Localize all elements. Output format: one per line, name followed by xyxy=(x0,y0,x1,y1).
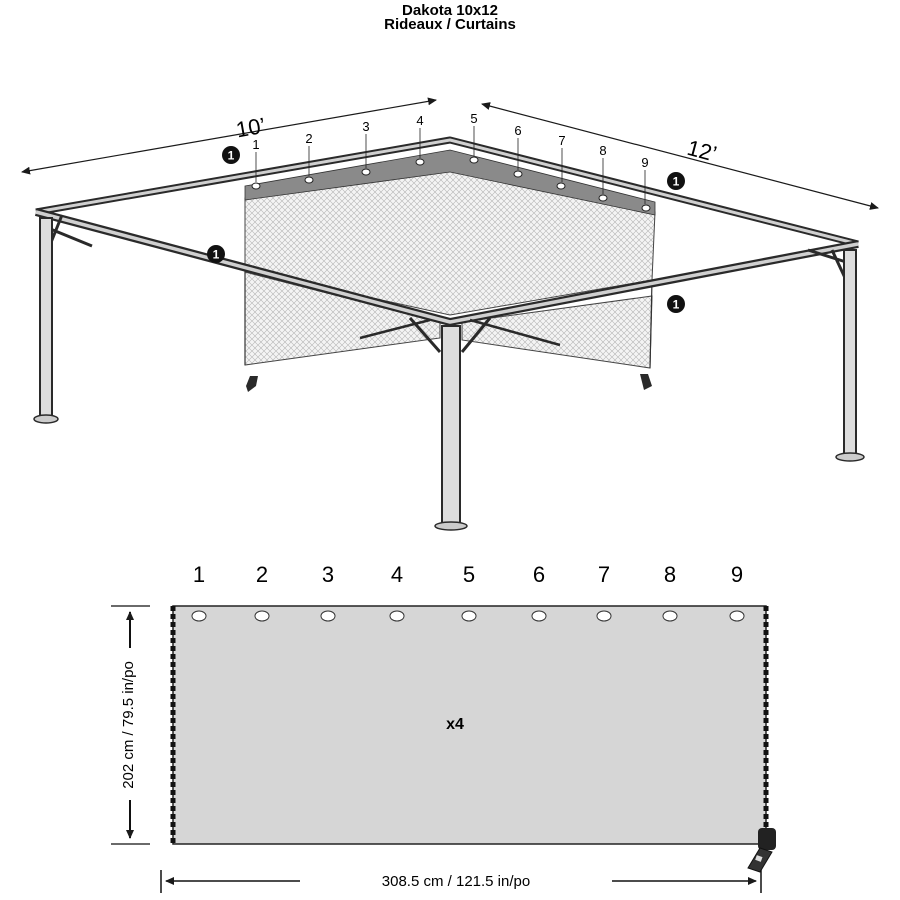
svg-text:1: 1 xyxy=(228,149,235,163)
callout-marker: 1 xyxy=(667,172,685,190)
curtain-grommet-number: 8 xyxy=(664,562,676,587)
callout-marker: 1 xyxy=(207,245,225,263)
callout-marker: 1 xyxy=(667,295,685,313)
width-label: 308.5 cm / 121.5 in/po xyxy=(382,873,530,890)
gazebo-illustration: 10’ 12’ xyxy=(21,97,879,531)
svg-text:1: 1 xyxy=(213,248,220,262)
leg-right xyxy=(843,249,857,457)
callout-marker: 1 xyxy=(222,146,240,164)
gazebo-grommet-number: 1 xyxy=(252,137,259,152)
quantity-label: x4 xyxy=(446,716,464,733)
height-label: 202 cm / 79.5 in/po xyxy=(120,661,137,789)
curtain-panel-diagram: 1 2 3 4 5 6 7 8 9 x4 202 cm / 79.5 in/po… xyxy=(111,562,776,893)
curtain-grommet-number: 4 xyxy=(391,562,403,587)
curtain-grommet-number: 5 xyxy=(463,562,475,587)
side-left-label: 10’ xyxy=(234,113,267,143)
back-curtain-band xyxy=(244,149,656,216)
side-right-label: 12’ xyxy=(685,135,720,167)
gazebo-grommet-number: 5 xyxy=(470,111,477,126)
dimension-line-10ft xyxy=(21,97,437,173)
curtain-grommet-number: 3 xyxy=(322,562,334,587)
gazebo-grommet-number: 3 xyxy=(362,119,369,134)
svg-text:1: 1 xyxy=(673,175,680,189)
gazebo-grommet-number: 4 xyxy=(416,113,423,128)
curtain-grommet-number: 1 xyxy=(193,562,205,587)
gazebo-grommet-number: 2 xyxy=(305,131,312,146)
gazebo-grommet-number: 8 xyxy=(599,143,606,158)
leg-front xyxy=(441,325,461,527)
gazebo-grommet-number: 7 xyxy=(558,133,565,148)
curtain-grommet-number: 7 xyxy=(598,562,610,587)
svg-text:1: 1 xyxy=(673,298,680,312)
curtain-panel xyxy=(172,605,767,845)
title-line-2: Rideaux / Curtains xyxy=(384,16,516,33)
gazebo-grommet-number: 6 xyxy=(514,123,521,138)
curtain-grommet-number: 6 xyxy=(533,562,545,587)
curtain-grommet-number: 9 xyxy=(731,562,743,587)
leg-left xyxy=(39,217,53,419)
title-line-1: Dakota 10x12 xyxy=(402,2,498,19)
dimension-line-12ft xyxy=(481,103,879,210)
zipper-pull-icon xyxy=(747,828,776,873)
curtain-grommet-number: 2 xyxy=(256,562,268,587)
gazebo-grommet-number: 9 xyxy=(641,155,648,170)
